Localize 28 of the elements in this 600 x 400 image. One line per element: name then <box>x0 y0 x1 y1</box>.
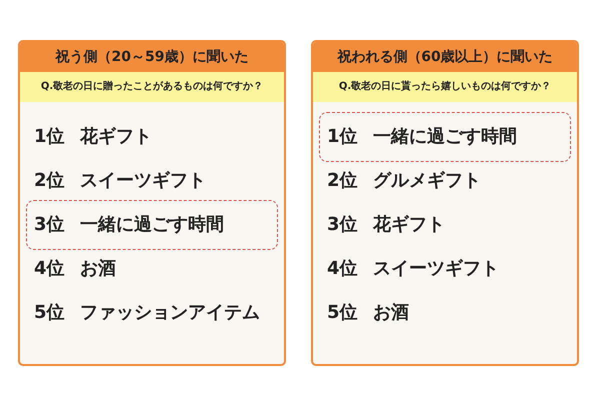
gift-name: 一緒に過ごす時間 <box>80 213 224 237</box>
gift-name: グルメギフト <box>373 169 481 193</box>
rank-label: 3位 <box>327 213 359 237</box>
panel-heading: 祝われる側（60歳以上）に聞いた <box>313 42 577 72</box>
survey-panel <box>18 40 286 366</box>
gift-name: お酒 <box>373 301 409 325</box>
gift-name: 花ギフト <box>373 213 445 237</box>
panel-heading: 祝う側（20～59歳）に聞いた <box>20 42 284 72</box>
rank-label: 5位 <box>327 301 359 325</box>
survey-panel <box>311 40 579 366</box>
rank-label: 2位 <box>327 169 359 193</box>
rank-label: 1位 <box>34 125 66 149</box>
rank-label: 1位 <box>327 125 359 149</box>
rank-label: 5位 <box>34 301 66 325</box>
survey-question: Q.敬老の日に贈ったことがあるものは何ですか？ <box>20 72 284 102</box>
rank-label: 3位 <box>34 213 66 237</box>
survey-question: Q.敬老の日に貰ったら嬉しいものは何ですか？ <box>313 72 577 102</box>
gift-name: スイーツギフト <box>80 169 206 193</box>
highlight-frame <box>319 112 571 162</box>
gift-name: スイーツギフト <box>373 257 499 281</box>
highlight-frame <box>26 200 278 250</box>
gift-name: ファッションアイテム <box>80 301 260 325</box>
gift-name: 一緒に過ごす時間 <box>373 125 517 149</box>
rank-label: 2位 <box>34 169 66 193</box>
rank-label: 4位 <box>34 257 66 281</box>
gift-name: お酒 <box>80 257 116 281</box>
rank-label: 4位 <box>327 257 359 281</box>
gift-name: 花ギフト <box>80 125 152 149</box>
